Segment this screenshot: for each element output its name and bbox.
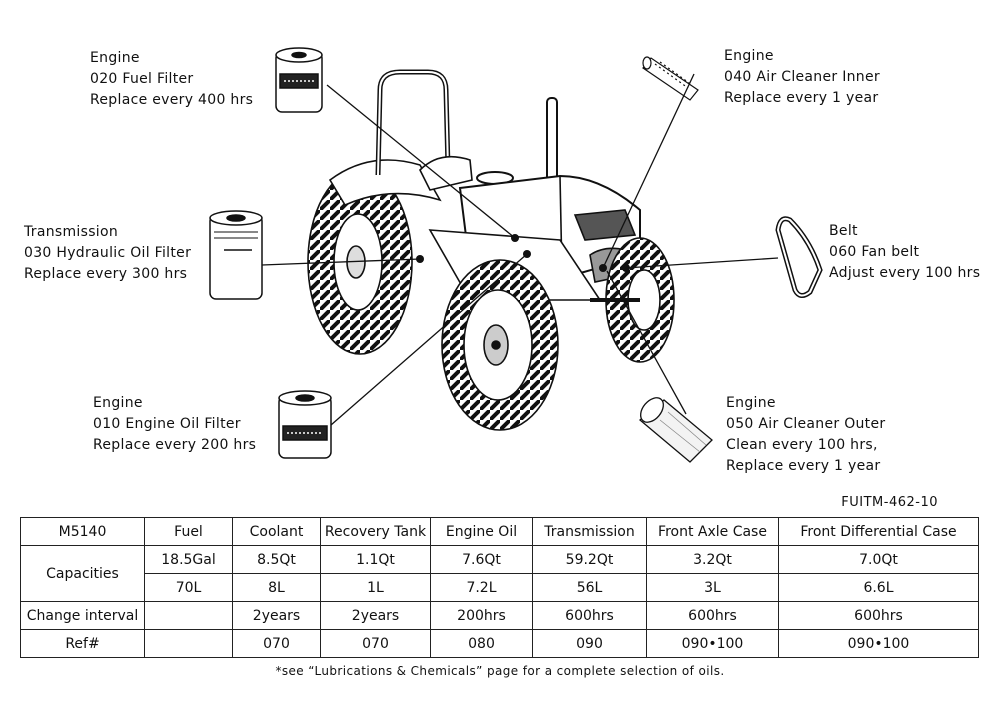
table-cell: 56L	[532, 573, 647, 602]
callout-fan-belt: Belt 060 Fan belt Adjust every 100 hrs	[829, 221, 980, 284]
table-cell: 600hrs	[778, 601, 979, 630]
callout-line: Adjust every 100 hrs	[829, 265, 981, 281]
table-cell: 6.6L	[778, 573, 979, 602]
callout-line: Engine	[726, 395, 776, 411]
callout-line: Engine	[724, 48, 774, 64]
callout-line: 030 Hydraulic Oil Filter	[24, 245, 192, 261]
callout-line: Replace every 400 hrs	[90, 92, 254, 108]
callout-air-cleaner-inner: Engine 040 Air Cleaner Inner Replace eve…	[724, 46, 880, 109]
air-cleaner-outer-icon	[638, 397, 713, 463]
callout-line: 010 Engine Oil Filter	[93, 416, 241, 432]
figure-code: FUITM-462-10	[841, 495, 938, 510]
row-label: Capacities	[20, 545, 145, 602]
callout-line: Replace every 200 hrs	[93, 437, 257, 453]
model-cell: M5140	[20, 517, 145, 546]
column-header: Recovery Tank	[320, 517, 431, 546]
table-cell: 8.5Qt	[232, 545, 321, 574]
leader-dots	[416, 234, 630, 272]
table-cell: 7.2L	[430, 573, 533, 602]
fuel-filter-icon	[275, 47, 323, 113]
table-row: 70L 8L 1L 7.2L 56L 3L 6.6L	[21, 573, 979, 602]
table-cell: 090•100	[778, 629, 979, 658]
table-cell: 1.1Qt	[320, 545, 431, 574]
column-header: Fuel	[144, 517, 233, 546]
table-cell: 600hrs	[646, 601, 779, 630]
row-label: Change interval	[20, 601, 145, 630]
callout-line: Belt	[829, 223, 858, 239]
table-cell	[144, 629, 233, 658]
table-cell: 090	[532, 629, 647, 658]
callout-line: Engine	[90, 50, 140, 66]
table-row: Ref# 070 070 080 090 090•100 090•100	[20, 629, 979, 658]
table-cell: 3.2Qt	[646, 545, 779, 574]
engine-oil-filter-icon	[278, 390, 332, 459]
capacities-table: M5140 Fuel Coolant Recovery Tank Engine …	[20, 517, 979, 658]
row-label: Ref#	[20, 629, 145, 658]
table-cell	[144, 601, 233, 630]
table-cell: 2years	[232, 601, 321, 630]
callout-line: Engine	[93, 395, 143, 411]
table-cell: 080	[430, 629, 533, 658]
leader-lines	[261, 73, 779, 426]
table-cell: 18.5Gal	[144, 545, 233, 574]
table-cell: 1L	[320, 573, 431, 602]
table-cell: 200hrs	[430, 601, 533, 630]
table-cell: 090•100	[646, 629, 779, 658]
table-cell: 600hrs	[532, 601, 647, 630]
callout-air-cleaner-outer: Engine 050 Air Cleaner Outer Clean every…	[726, 393, 885, 477]
table-row: Capacities 18.5Gal 8.5Qt 1.1Qt 7.6Qt 59.…	[20, 545, 979, 602]
table-cell: 59.2Qt	[532, 545, 647, 574]
table-cell: 070	[232, 629, 321, 658]
column-header: Front Differential Case	[778, 517, 979, 546]
tractor-illustration	[307, 69, 675, 431]
column-header: Transmission	[532, 517, 647, 546]
column-header: Front Axle Case	[646, 517, 779, 546]
table-cell: 7.0Qt	[778, 545, 979, 574]
footnote: *see “Lubrications & Chemicals” page for…	[275, 664, 725, 678]
callout-hydraulic-filter: Transmission 030 Hydraulic Oil Filter Re…	[24, 222, 191, 285]
callout-line: 060 Fan belt	[829, 244, 920, 260]
table-cell: 3L	[646, 573, 779, 602]
table-cell: 070	[320, 629, 431, 658]
table-cell: 2years	[320, 601, 431, 630]
column-header: Coolant	[232, 517, 321, 546]
air-cleaner-inner-icon	[642, 56, 699, 101]
table-row: Change interval 2years 2years 200hrs 600…	[20, 601, 979, 630]
tractor-diagram	[209, 47, 823, 463]
callout-line: Transmission	[24, 224, 119, 240]
callout-line: 040 Air Cleaner Inner	[724, 69, 880, 85]
column-header: Engine Oil	[430, 517, 533, 546]
table-cell: 70L	[144, 573, 233, 602]
callout-line: 050 Air Cleaner Outer	[726, 416, 886, 432]
callout-line: Replace every 300 hrs	[24, 266, 188, 282]
callout-line: Replace every 1 year	[724, 90, 879, 106]
table-header-row: M5140 Fuel Coolant Recovery Tank Engine …	[20, 517, 979, 546]
callout-line: 020 Fuel Filter	[90, 71, 194, 87]
callout-line: Replace every 1 year	[726, 458, 881, 474]
fan-belt-icon	[775, 216, 823, 298]
hydraulic-oil-filter-icon	[209, 210, 263, 300]
callout-line: Clean every 100 hrs,	[726, 437, 878, 453]
table-cell: 7.6Qt	[430, 545, 533, 574]
callout-fuel-filter: Engine 020 Fuel Filter Replace every 400…	[90, 48, 253, 111]
table-cell: 8L	[232, 573, 321, 602]
callout-engine-oil-filter: Engine 010 Engine Oil Filter Replace eve…	[93, 393, 256, 456]
